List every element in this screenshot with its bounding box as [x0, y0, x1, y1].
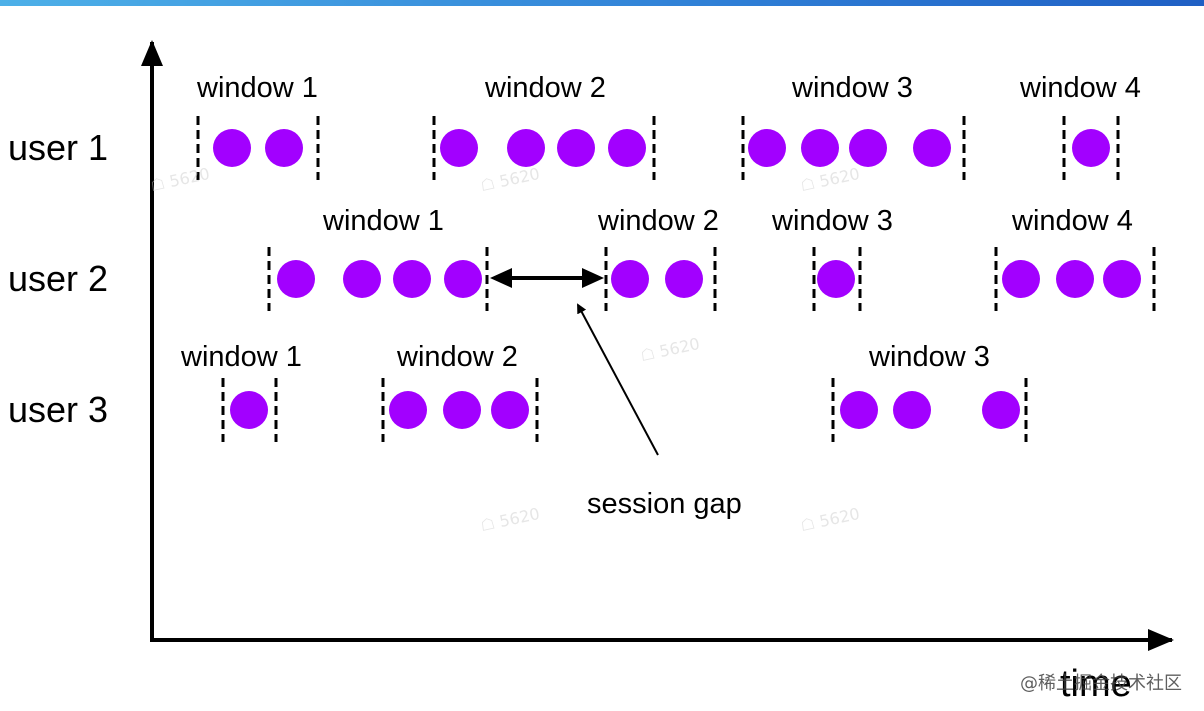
event-dot	[277, 260, 315, 298]
event-dot	[608, 129, 646, 167]
session-gap-arrowhead-right	[582, 268, 604, 288]
window-label: window 3	[771, 205, 893, 237]
session-window	[221, 378, 278, 442]
window-label: window 4	[1019, 72, 1141, 104]
window-label: window 2	[597, 205, 719, 237]
event-dot	[849, 129, 887, 167]
window-label: window 2	[484, 72, 606, 104]
event-dot	[507, 129, 545, 167]
session-gap-arrowhead-left	[490, 268, 512, 288]
session-window	[604, 247, 717, 311]
window-label: window 3	[791, 72, 913, 104]
session-window	[994, 247, 1156, 311]
event-dot	[557, 129, 595, 167]
event-dot	[343, 260, 381, 298]
event-dot	[611, 260, 649, 298]
session-window	[831, 378, 1028, 442]
session-window	[267, 247, 489, 311]
event-dot	[1056, 260, 1094, 298]
event-dot	[1103, 260, 1141, 298]
event-dot	[265, 129, 303, 167]
x-axis-label: time	[1060, 663, 1132, 705]
event-dot	[440, 129, 478, 167]
event-dot	[444, 260, 482, 298]
window-label: window 3	[868, 341, 990, 373]
event-dot	[913, 129, 951, 167]
event-dot	[393, 260, 431, 298]
window-label: window 1	[180, 341, 302, 373]
session-gap-label: session gap	[587, 488, 742, 520]
session-window	[741, 116, 966, 180]
event-dot	[443, 391, 481, 429]
event-dot	[1002, 260, 1040, 298]
session-window	[812, 247, 862, 311]
session-window	[432, 116, 656, 180]
event-dot	[982, 391, 1020, 429]
windows-layer	[196, 116, 1156, 442]
session-window	[381, 378, 539, 442]
event-dot	[665, 260, 703, 298]
session-window	[196, 116, 320, 180]
event-dot	[840, 391, 878, 429]
event-dot	[748, 129, 786, 167]
event-dot	[230, 391, 268, 429]
user-label: user 1	[8, 127, 108, 168]
event-dot	[491, 391, 529, 429]
event-dot	[389, 391, 427, 429]
site-watermark: @稀土掘金技术社区	[1020, 673, 1182, 694]
user-label: user 2	[8, 258, 108, 299]
session-window	[1062, 116, 1120, 180]
window-label: window 1	[322, 205, 444, 237]
event-dot	[213, 129, 251, 167]
user-label: user 3	[8, 389, 108, 430]
event-dot	[817, 260, 855, 298]
window-label: window 2	[396, 341, 518, 373]
event-dot	[1072, 129, 1110, 167]
window-label: window 1	[196, 72, 318, 104]
event-dot	[801, 129, 839, 167]
top-accent-bar	[0, 0, 1204, 6]
session-gap-pointer	[577, 303, 659, 456]
window-label: window 4	[1011, 205, 1133, 237]
event-dot	[893, 391, 931, 429]
